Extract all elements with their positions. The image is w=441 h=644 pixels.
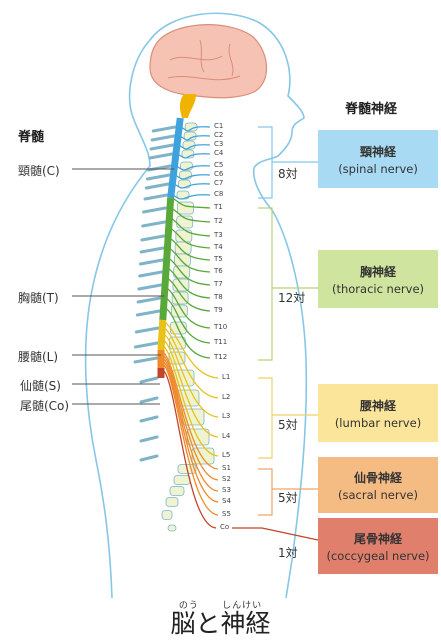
spinous-process-t6: [140, 272, 162, 276]
vertebra-tag-t10: T10: [214, 323, 227, 331]
spinous-process-t11: [135, 343, 157, 347]
brain-icon: [150, 25, 267, 98]
nerve-count-lumbar: 5対: [278, 416, 298, 433]
vertebra-tag-s4: S4: [222, 497, 231, 505]
bracket-connector-coccygeal: [232, 528, 318, 540]
vertebra-tag-c6: C6: [214, 170, 223, 178]
nerve-root-t11: [166, 298, 210, 343]
spinal-nerves-heading: 脊髄神経: [345, 98, 397, 117]
vertebra-tag-c3: C3: [214, 140, 223, 148]
bracket-sacral: [258, 469, 272, 515]
vertebra-tag-c4: C4: [214, 149, 223, 157]
nerve-english-lumbar: (lumbar nerve): [335, 416, 421, 430]
spinous-process-c3: [151, 145, 173, 149]
bracket-thoracic: [258, 208, 272, 360]
body-silhouette: [86, 13, 307, 598]
cord-label-thoracic: 胸髄(T): [18, 289, 59, 306]
nerve-name-sacral: 仙骨神経: [354, 469, 402, 486]
spinous-process-l4: [141, 437, 157, 441]
spinous-process-t5: [140, 260, 162, 264]
spinal-cord-heading: 脊髄: [18, 126, 44, 145]
vertebra-tag-s3: S3: [222, 486, 231, 494]
vertebra-s3: [170, 487, 184, 496]
spinous-process-c1: [153, 127, 175, 131]
vertebra-tag-s5: S5: [222, 510, 231, 518]
spinous-process-c4: [150, 154, 172, 158]
vertebra-tag-t7: T7: [214, 280, 223, 288]
brainstem: [180, 94, 196, 118]
spinous-process-t8: [138, 298, 160, 302]
cord-label-cervical: 頸髄(C): [18, 162, 60, 179]
nerve-english-sacral: (sacral nerve): [338, 488, 418, 502]
nerve-name-thoracic: 胸神経: [360, 263, 396, 280]
caption-title: 脳と神経: [0, 611, 441, 637]
vertebra-tag-s1: S1: [222, 464, 231, 472]
vertebra-tag-t5: T5: [214, 255, 223, 263]
spinous-process-t10: [136, 328, 158, 332]
vertebra-tag-t12: T12: [214, 353, 227, 361]
vertebra-tag-c7: C7: [214, 179, 223, 187]
vertebra-tag-l3: L3: [222, 412, 230, 420]
vertebra-tag-t3: T3: [214, 231, 223, 239]
spinous-process-t2: [143, 222, 165, 226]
nerve-box-cervical: 頸神経 (spinal nerve): [318, 130, 438, 188]
spinous-process-t9: [137, 311, 159, 315]
spinous-process-c2: [152, 136, 174, 140]
vertebra-tag-c2: C2: [214, 131, 223, 139]
vertebra-tag-t4: T4: [214, 243, 223, 251]
spinous-process-c8: [145, 195, 167, 199]
spinous-process-t3: [142, 236, 164, 240]
nerve-count-coccygeal: 1対: [278, 544, 298, 561]
spinous-process-l3: [141, 417, 157, 421]
vertebra-tag-l2: L2: [222, 393, 230, 401]
vertebra-tag-l5: L5: [222, 451, 230, 459]
spinous-process-t12: [135, 358, 157, 362]
vertebra-tag-t1: T1: [214, 203, 223, 211]
spinous-process-l2: [141, 398, 157, 402]
vertebra-tag-t9: T9: [214, 306, 223, 314]
nerve-name-cervical: 頸神経: [360, 143, 396, 160]
cord-label-lumbar: 腰髄(L): [18, 348, 58, 365]
cord-label-coccygeal: 尾髄(Co): [20, 397, 69, 414]
bracket-lumbar: [258, 378, 272, 458]
vertebra-tag-c8: C8: [214, 190, 223, 198]
vertebra-tag-t11: T11: [214, 338, 227, 346]
figure-caption: のう しんけい 脳と神経: [0, 598, 441, 637]
vertebra-tag-s2: S2: [222, 475, 231, 483]
nerve-english-coccygeal: (coccygeal nerve): [326, 549, 429, 563]
nerve-box-sacral: 仙骨神経 (sacral nerve): [318, 457, 438, 513]
spinous-process-l5: [141, 456, 157, 460]
spinous-process-c6: [147, 175, 169, 179]
vertebra-tag-c5: C5: [214, 161, 223, 169]
spinous-process-t1: [144, 208, 166, 212]
spinous-process-l1: [141, 378, 157, 382]
nerve-name-lumbar: 腰神経: [360, 397, 396, 414]
cord-label-sacral: 仙髄(S): [20, 377, 61, 394]
nerve-english-thoracic: (thoracic nerve): [332, 282, 424, 296]
spinous-process-t4: [141, 248, 163, 252]
cord-segment-lumbar: [161, 320, 163, 350]
vertebra-s4: [166, 498, 178, 507]
vertebra-tag-t2: T2: [214, 217, 223, 225]
nerve-english-cervical: (spinal nerve): [338, 162, 418, 176]
nerve-box-coccygeal: 尾骨神経 (coccygeal nerve): [318, 518, 438, 574]
vertebra-tag-t8: T8: [214, 293, 223, 301]
spinous-process-t7: [139, 285, 161, 289]
nerve-box-lumbar: 腰神経 (lumbar nerve): [318, 384, 438, 442]
nerve-count-sacral: 5対: [278, 489, 298, 506]
nerve-name-coccygeal: 尾骨神経: [354, 530, 402, 547]
vertebra-co: [168, 525, 176, 531]
vertebra-c6: [179, 171, 191, 179]
vertebra-s5: [162, 511, 172, 520]
vertebra-tag-c1: C1: [214, 122, 223, 130]
vertebra-tag-t6: T6: [214, 267, 223, 275]
spinous-process-c7: [146, 184, 168, 188]
nerve-count-cervical: 8対: [278, 165, 298, 182]
vertebra-tag-l1: L1: [222, 373, 230, 381]
vertebra-tag-l4: L4: [222, 432, 230, 440]
vertebra-tag-co: Co: [220, 523, 229, 531]
nerve-count-thoracic: 12対: [278, 289, 305, 306]
nerve-box-thoracic: 胸神経 (thoracic nerve): [318, 250, 438, 308]
vertebra-s2: [174, 476, 190, 485]
